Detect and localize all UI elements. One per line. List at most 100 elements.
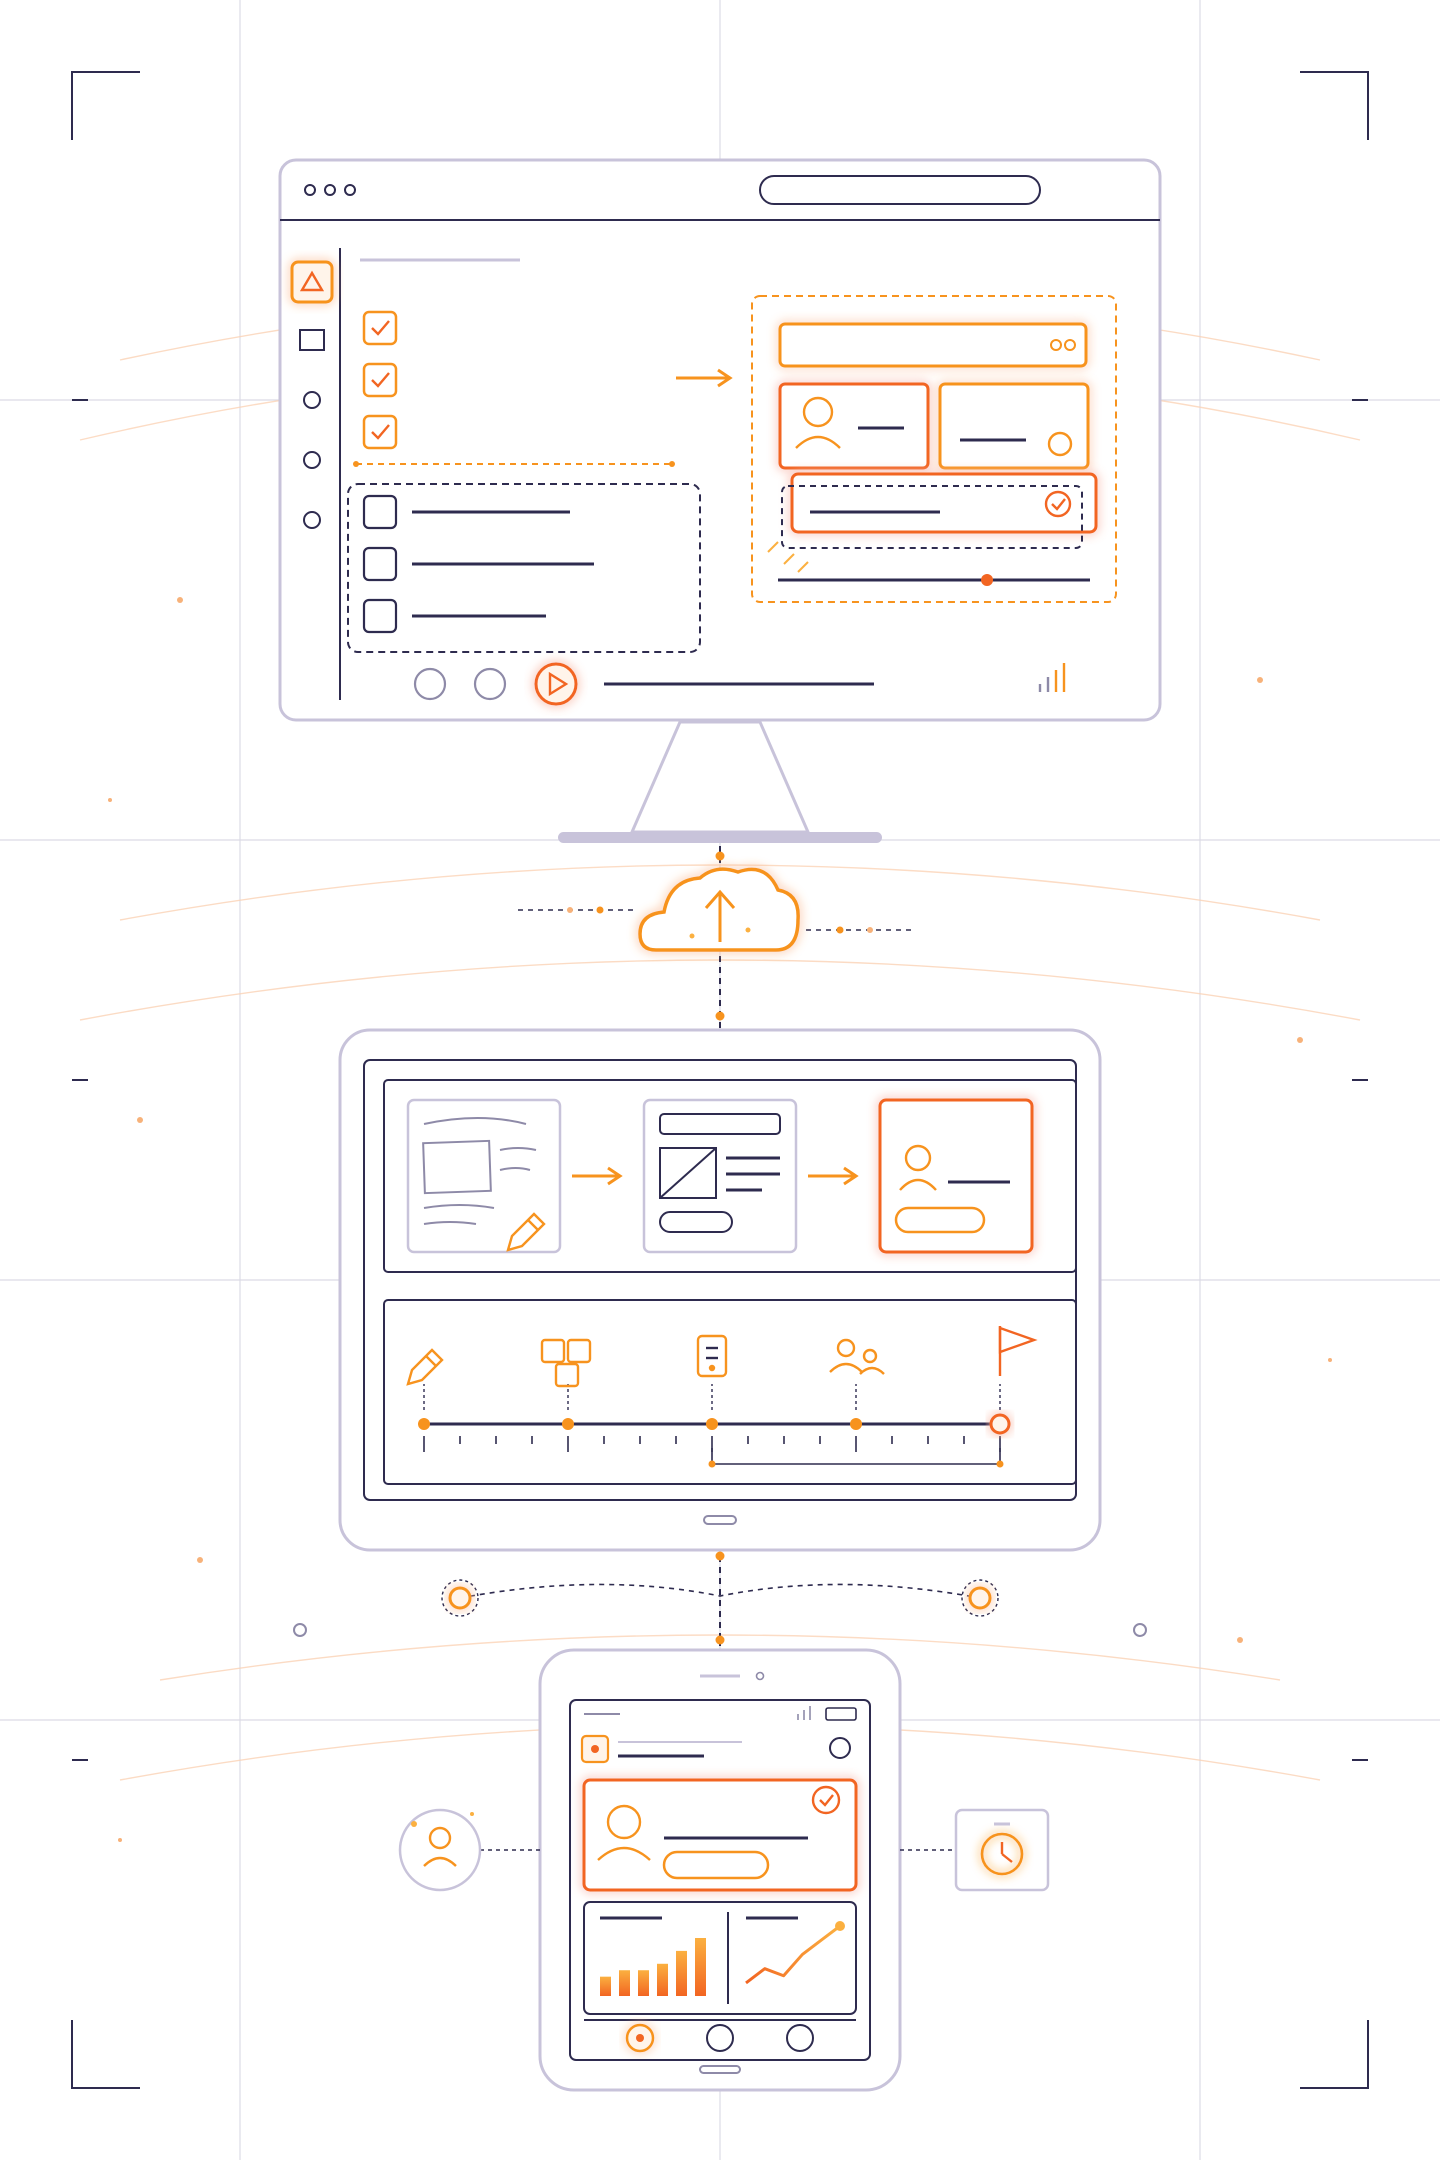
task-checkbox-empty[interactable] [362,494,398,530]
cloud-sync [518,846,914,1048]
task-checkbox-checked[interactable] [362,362,398,398]
timeline-milestone[interactable] [562,1418,574,1430]
connector-node-right [961,1579,999,1617]
pencil-icon [406,1348,444,1386]
task-checkbox-checked[interactable] [362,310,398,346]
timeline-range-bracket [711,1448,1001,1465]
signal-bars-icon [1038,663,1066,692]
corner-brackets [71,71,1369,2089]
arrow-right-icon [808,1166,859,1186]
unchecked-task-list [347,483,701,653]
device-connectors [293,1551,1147,1646]
connector-node-left [441,1579,479,1617]
arrow-right-icon [572,1166,623,1186]
phone-charts-card [583,1901,857,2015]
range-start-dot [708,1460,716,1468]
preview-header-card[interactable] [778,322,1088,368]
flag-icon [998,1326,1038,1376]
timeline-milestone[interactable] [418,1418,430,1430]
phone-line-endpoint [835,1921,845,1931]
phone-tab-active[interactable] [625,2023,655,2053]
tablet-home-button[interactable] [703,1515,737,1525]
timeline-milestone[interactable] [706,1418,718,1430]
cloud-upload-icon [638,867,800,952]
phone-bar [638,1970,649,1996]
phone-line-chart [745,1921,845,1985]
circle-icon [1047,431,1073,457]
preview-selected-card[interactable] [790,472,1098,534]
wireframe-step-card[interactable] [642,1098,798,1254]
task-checkbox-empty[interactable] [362,598,398,634]
tablet-device [338,1028,1102,1552]
timeline-panel [383,1299,1077,1485]
image-placeholder-icon [659,1147,717,1199]
sidebar-circle-icon[interactable] [303,391,321,409]
player-circle-button[interactable] [413,667,447,701]
window-controls [304,184,356,196]
window-dot-icon[interactable] [344,184,356,196]
phone-profile-card[interactable] [582,1778,858,1892]
timeline-icons [406,1326,1038,1388]
preview-stats-card[interactable] [938,382,1090,470]
sidebar-square-icon[interactable] [299,329,325,351]
phone-line-series [745,1924,841,1985]
phone-tab[interactable] [786,2024,814,2052]
sidebar-circle-icon[interactable] [303,511,321,529]
dot-icon [1050,339,1062,351]
battery-icon [825,1707,857,1721]
phone-bar [600,1976,611,1996]
phone-device [538,1648,902,2092]
user-icon [597,1804,651,1861]
range-end-dot [996,1460,1004,1468]
phone-tab[interactable] [706,2024,734,2052]
user-icon [795,396,841,449]
blocks-icon [540,1338,592,1388]
address-bar[interactable] [759,175,1041,205]
sidebar-circle-icon[interactable] [303,451,321,469]
phone-bar [695,1938,706,1996]
phone-bar [619,1970,630,1996]
preview-profile-card[interactable] [778,382,930,470]
phone-app-logo[interactable] [580,1734,610,1764]
user-icon [899,1144,937,1191]
task-checkbox-empty[interactable] [362,546,398,582]
sidebar-triangle-icon[interactable] [290,260,334,304]
window-dot-icon[interactable] [324,184,336,196]
timeline-milestone[interactable] [850,1418,862,1430]
media-player [413,662,874,706]
preview-panel [751,295,1117,603]
team-icon [829,1338,885,1375]
sketch-step-card[interactable] [406,1098,562,1254]
arrow-right-icon [676,368,733,388]
pencil-icon [506,1212,546,1252]
phone-bar [676,1950,687,1996]
window-dot-icon[interactable] [304,184,316,196]
workflow-panel [383,1079,1077,1273]
background-sparkles [108,597,1332,1842]
profile-card-step-card[interactable] [878,1098,1034,1254]
sidebar [290,260,334,529]
phone-side-icons [398,1808,1050,1892]
phone-menu-button[interactable] [829,1737,851,1759]
check-circle-icon [811,1785,841,1815]
check-circle-icon [1044,490,1072,518]
preview-slider-knob[interactable] [981,574,994,586]
phone-signal-icon [797,1706,811,1720]
phone-bar [657,1963,668,1996]
player-circle-button[interactable] [473,667,507,701]
stopwatch-icon[interactable] [954,1808,1050,1892]
phone-bar-chart [600,1938,706,1996]
desktop-monitor [278,158,1162,843]
phone-profile-button[interactable] [662,1850,770,1880]
phone-home-indicator[interactable] [699,2065,741,2074]
checked-task-list [362,310,600,450]
task-checkbox-checked[interactable] [362,414,398,450]
play-icon[interactable] [534,662,578,706]
timeline [418,1384,1011,1468]
dot-icon [1064,339,1076,351]
user-circle-icon[interactable] [398,1808,482,1892]
document-icon [696,1334,728,1378]
timeline-milestone-final[interactable] [989,1413,1011,1435]
